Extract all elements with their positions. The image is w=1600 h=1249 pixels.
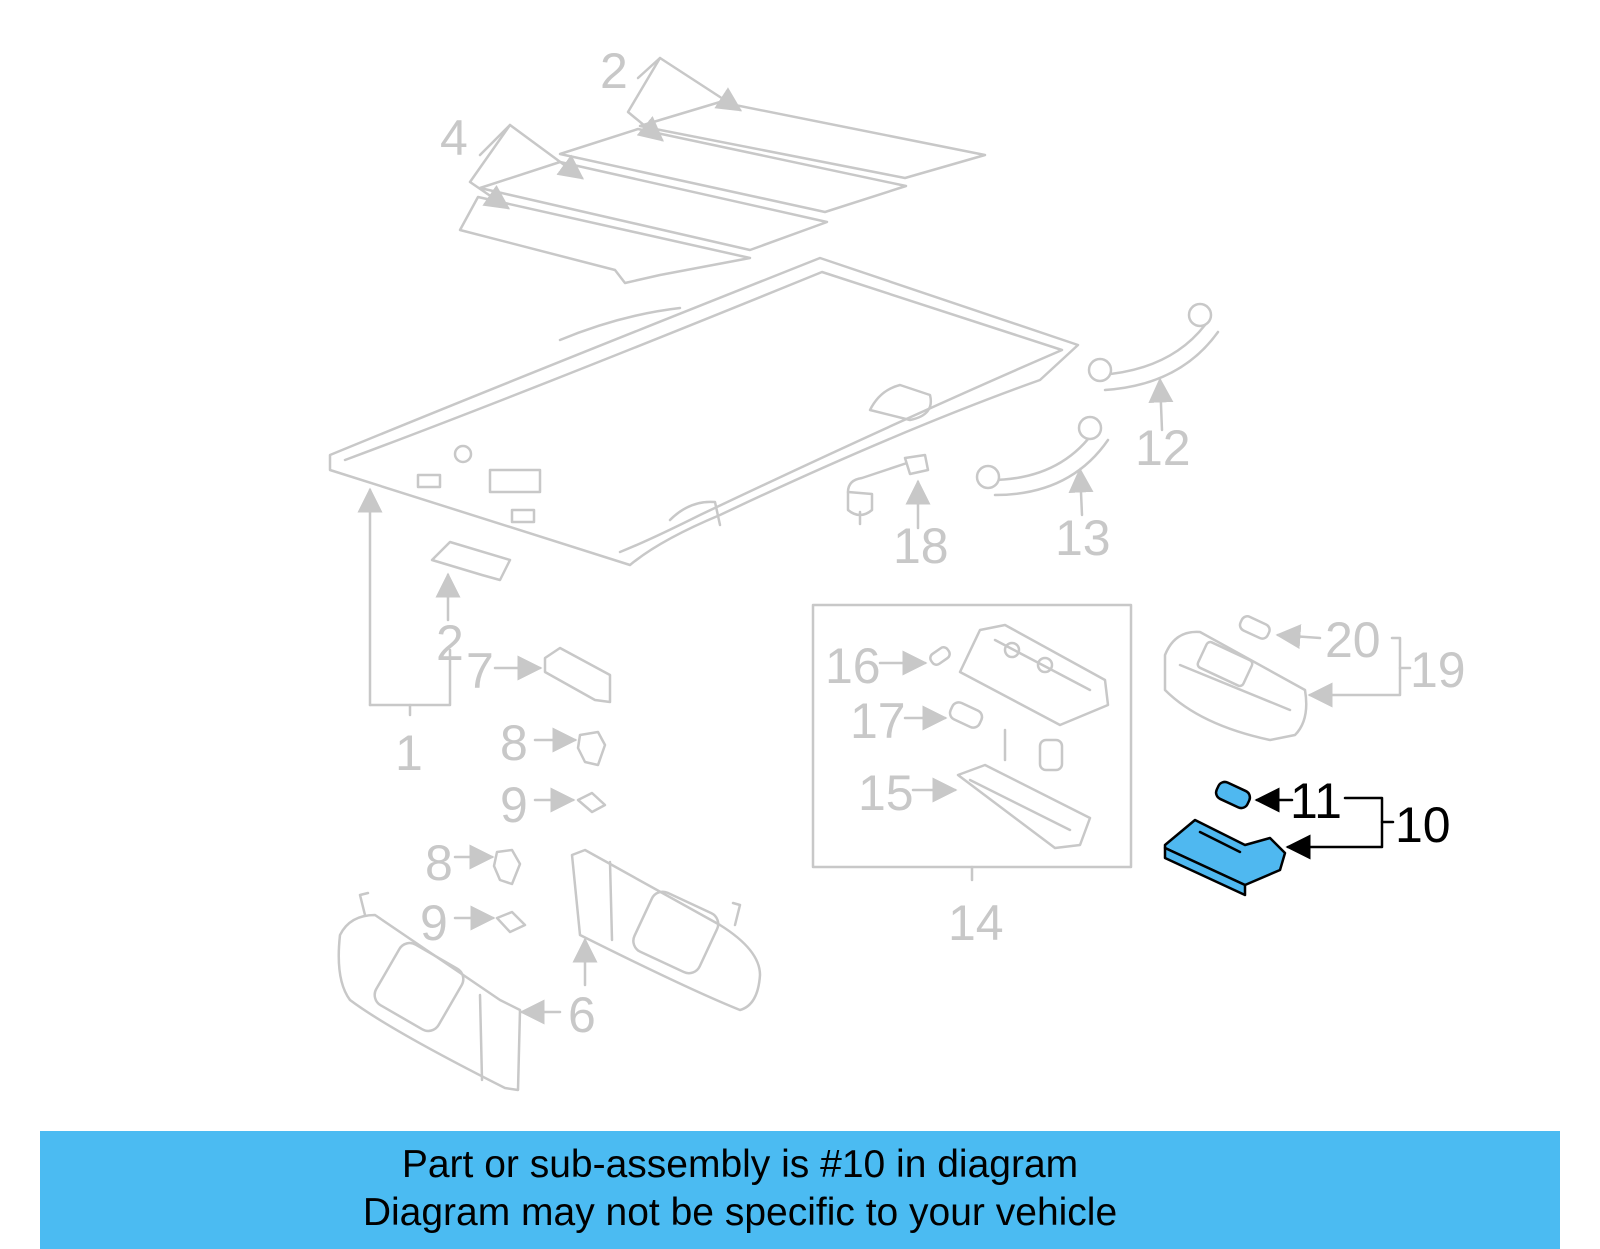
part-9-lower: 9 <box>420 895 527 951</box>
part-12: 12 <box>1087 302 1220 476</box>
label-16: 16 <box>825 638 881 694</box>
label-4: 4 <box>440 110 468 166</box>
part-8-upper: 8 <box>500 715 607 771</box>
label-11: 11 <box>1290 773 1342 829</box>
insulator-pads <box>458 100 987 285</box>
label-10: 10 <box>1395 797 1451 853</box>
label-1: 1 <box>395 725 423 781</box>
label-5: 2 <box>600 43 628 99</box>
label-9-upper: 9 <box>500 777 528 833</box>
label-7: 7 <box>466 643 494 699</box>
part-8-lower: 8 <box>425 835 522 891</box>
callout-20: 20 <box>1238 612 1381 668</box>
label-6: 6 <box>568 987 596 1043</box>
banner-line-1: Part or sub-assembly is #10 in diagram <box>401 1143 1079 1186</box>
callout-19: 19 <box>1307 636 1466 708</box>
callout-6: 6 <box>519 937 598 1043</box>
label-17: 17 <box>850 693 906 749</box>
label-12: 12 <box>1135 420 1191 476</box>
callout-11: 11 <box>1254 773 1342 829</box>
label-18: 18 <box>893 518 949 574</box>
callout-17: 17 <box>850 693 984 749</box>
label-2: 2 <box>436 615 464 671</box>
sun-visor-right <box>570 848 762 1012</box>
banner-line-2: Diagram may not be specific to your vehi… <box>362 1191 1118 1234</box>
callout-4: 4 <box>440 110 585 210</box>
callout-15: 15 <box>858 765 958 821</box>
label-13: 13 <box>1055 510 1111 566</box>
part-10-highlighted <box>1163 780 1287 897</box>
callout-10: 10 <box>1285 796 1451 860</box>
label-19: 19 <box>1410 642 1466 698</box>
info-banner: Part or sub-assembly is #10 in diagram D… <box>40 1131 1560 1249</box>
part-2: 2 <box>430 540 512 671</box>
label-9-lower: 9 <box>420 895 448 951</box>
callout-16: 16 <box>825 638 951 694</box>
label-14: 14 <box>948 895 1004 951</box>
part-14-box: 14 <box>811 603 1133 951</box>
headliner <box>328 256 1080 567</box>
part-7: 7 <box>466 643 612 704</box>
part-9-upper: 9 <box>500 777 607 833</box>
part-19 <box>1163 630 1308 742</box>
callout-5: 2 <box>600 43 743 142</box>
part-13: 13 <box>975 415 1111 566</box>
label-8-lower: 8 <box>425 835 453 891</box>
sun-visor-left <box>337 891 522 1092</box>
callout-1: 1 <box>357 487 452 781</box>
label-20: 20 <box>1325 612 1381 668</box>
label-15: 15 <box>858 765 914 821</box>
part-18: 18 <box>846 453 949 574</box>
label-8-upper: 8 <box>500 715 528 771</box>
